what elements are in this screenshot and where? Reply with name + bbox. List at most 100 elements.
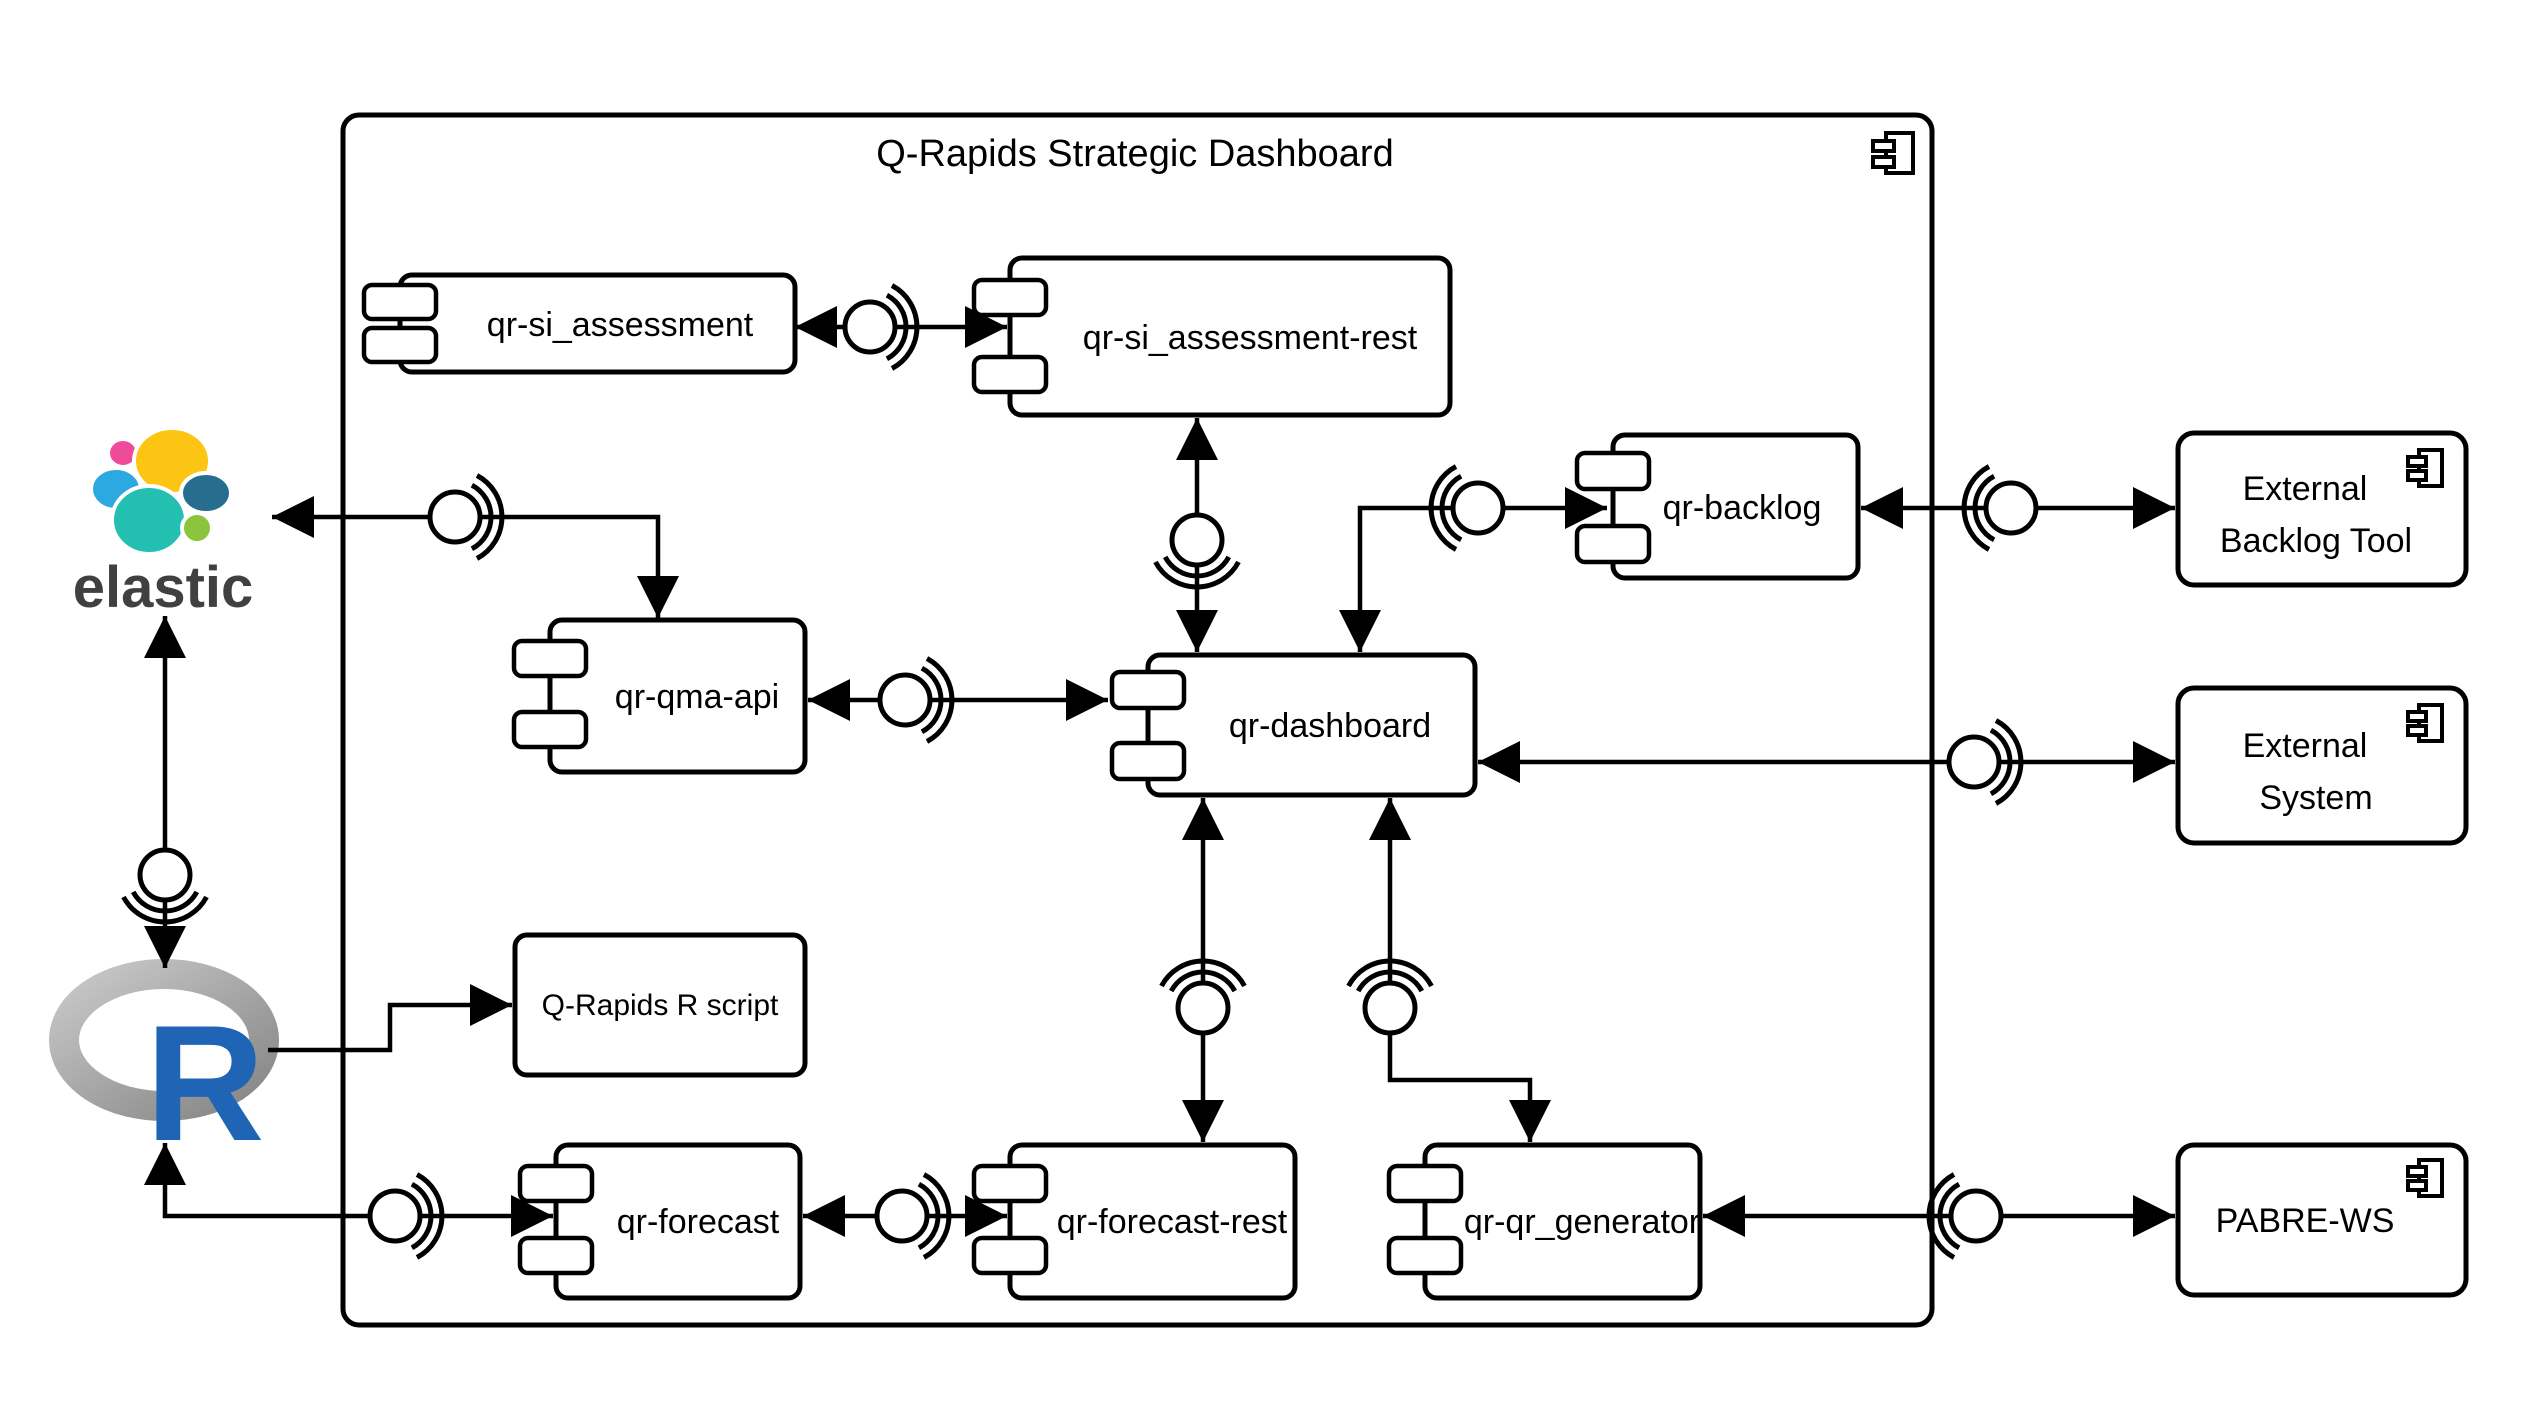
interface-ball-icon <box>1362 980 1418 1036</box>
socket-arc-icon <box>925 656 955 744</box>
component-forecast: qr-forecast <box>517 1142 803 1301</box>
connector-elastic-qmaapi <box>272 473 679 618</box>
interface-ball-icon <box>1946 734 2002 790</box>
component-tab-icon <box>1109 740 1187 782</box>
external-label: PABRE-WS <box>2216 1202 2395 1240</box>
arrowhead-right-icon <box>1565 487 1607 529</box>
connector-qmaapi-dashboard <box>808 656 1108 744</box>
component-qma-api: qr-qma-api <box>511 617 808 775</box>
connector-line <box>1357 505 1607 652</box>
component-tab-icon <box>511 638 589 679</box>
component-tab-icon <box>517 1235 595 1276</box>
socket-arc-icon <box>922 1172 952 1260</box>
connector-r-forecast <box>144 1143 553 1260</box>
socket-arc-icon <box>1428 464 1458 552</box>
component-label: qr-qma-api <box>615 678 779 716</box>
arrowhead-right-icon <box>470 984 512 1026</box>
socket-arc-icon <box>410 1181 434 1251</box>
socket-arc-icon <box>890 283 920 371</box>
component-label: qr-qr_generator <box>1464 1203 1700 1241</box>
connector-dashboard-externalsystem <box>1478 718 2175 806</box>
arrowhead-right-icon <box>2133 741 2175 783</box>
component-label: qr-forecast-rest <box>1057 1203 1288 1241</box>
component-tab-icon <box>1386 1163 1464 1204</box>
arrowhead-down-icon <box>637 576 679 618</box>
component-label: qr-backlog <box>1663 489 1822 527</box>
interface-ball-icon <box>1948 1188 2004 1244</box>
component-tab-icon <box>517 1163 595 1204</box>
arrowhead-left-icon <box>1703 1195 1745 1237</box>
component-label: qr-forecast <box>617 1203 780 1241</box>
external-label-line2: Backlog Tool <box>2220 522 2412 560</box>
socket-arc-icon <box>475 473 505 561</box>
component-backlog: qr-backlog <box>1574 432 1861 581</box>
arrowhead-up-icon <box>144 616 186 658</box>
component-forecast-rest: qr-forecast-rest <box>971 1142 1298 1301</box>
interface-ball-icon <box>1983 480 2039 536</box>
component-tab-icon <box>361 325 439 365</box>
component-tab-icon <box>1109 669 1187 711</box>
component-label: qr-si_assessment-rest <box>1083 319 1418 357</box>
arrowhead-right-icon <box>965 1195 1007 1237</box>
interface-ball-icon <box>877 672 933 728</box>
arrowhead-right-icon <box>1066 679 1108 721</box>
socket-arc-icon <box>1961 464 1991 552</box>
arrowhead-left-icon <box>808 679 850 721</box>
elastic-blob-navy <box>179 471 233 515</box>
connector-dashboard-forecastrest <box>1159 798 1247 1142</box>
elastic-blob-teal <box>110 484 188 556</box>
socket-arc-icon <box>1159 958 1247 988</box>
interface-ball-icon <box>1175 980 1231 1036</box>
interface-ball-icon <box>1450 480 1506 536</box>
socket-arc-icon <box>1168 969 1238 993</box>
socket-arc-icon <box>1162 555 1232 579</box>
connector-siassessment-rest <box>795 283 1007 371</box>
component-tab-icon <box>1574 450 1652 492</box>
socket-arc-icon <box>121 895 209 925</box>
external-label-line1: External <box>2243 727 2368 765</box>
component-icon <box>2406 448 2444 488</box>
socket-arc-icon <box>1994 718 2024 806</box>
arrowhead-left-icon <box>1861 487 1903 529</box>
interface-ball-icon <box>874 1188 930 1244</box>
component-tab-icon <box>511 709 589 750</box>
elastic-logo-text: elastic <box>73 555 254 620</box>
socket-arc-icon <box>1355 969 1425 993</box>
elastic-blob-green <box>180 511 214 545</box>
component-r-script: Q-Rapids R script <box>512 932 808 1078</box>
external-system: External System <box>2175 685 2469 846</box>
socket-arc-icon <box>917 1181 941 1251</box>
component-label: qr-dashboard <box>1229 707 1431 745</box>
socket-arc-icon <box>1439 473 1463 543</box>
arrowhead-down-icon <box>1176 610 1218 652</box>
arrowhead-left-icon <box>1478 741 1520 783</box>
connector-line <box>268 1002 512 1053</box>
component-tab-icon <box>1386 1235 1464 1276</box>
socket-arc-icon <box>1346 958 1434 988</box>
external-pabre-ws: PABRE-WS <box>2175 1142 2469 1298</box>
arrowhead-right-icon <box>965 306 1007 348</box>
arrowhead-up-icon <box>1176 418 1218 460</box>
arrowhead-left-icon <box>803 1195 845 1237</box>
socket-arc-icon <box>920 665 944 735</box>
arrowhead-down-icon <box>1182 1100 1224 1142</box>
component-tab-icon <box>971 1163 1049 1204</box>
arrowhead-left-icon <box>272 496 314 538</box>
connector-forecast-forecastrest <box>803 1172 1007 1260</box>
connector-generator-pabre <box>1703 1172 2175 1260</box>
r-logo-ring <box>49 959 279 1121</box>
component-icon <box>2406 703 2444 743</box>
socket-arc-icon <box>130 890 200 914</box>
component-qr-generator: qr-qr_generator <box>1386 1142 1703 1301</box>
interface-ball-icon <box>137 847 193 903</box>
socket-arc-icon <box>1937 1181 1961 1251</box>
external-label-line1: External <box>2243 470 2368 508</box>
component-si-assessment: qr-si_assessment <box>361 272 798 375</box>
arrowhead-down-icon <box>1339 610 1381 652</box>
interface-ball-icon <box>1169 512 1225 568</box>
arrowhead-up-icon <box>1369 798 1411 840</box>
connector-rest-dashboard <box>1153 418 1241 652</box>
interface-ball-icon <box>427 489 483 545</box>
socket-arc-icon <box>885 292 909 362</box>
